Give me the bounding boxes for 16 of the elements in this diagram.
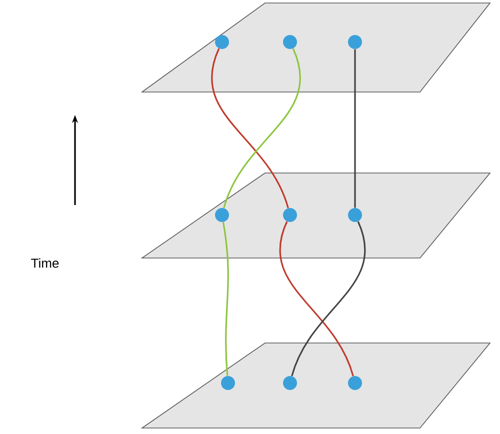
dot <box>283 376 297 390</box>
dot <box>215 208 229 222</box>
dot <box>283 208 297 222</box>
strand <box>291 221 366 376</box>
axis-label: Time <box>31 258 59 268</box>
strand <box>222 222 229 376</box>
strand <box>223 48 301 208</box>
dot <box>348 35 362 49</box>
strand <box>354 49 356 208</box>
strand <box>279 221 354 376</box>
dot <box>221 376 235 390</box>
dot <box>348 376 362 390</box>
dot <box>283 35 297 49</box>
dot <box>215 35 229 49</box>
dot <box>348 208 362 222</box>
strand <box>211 48 289 208</box>
